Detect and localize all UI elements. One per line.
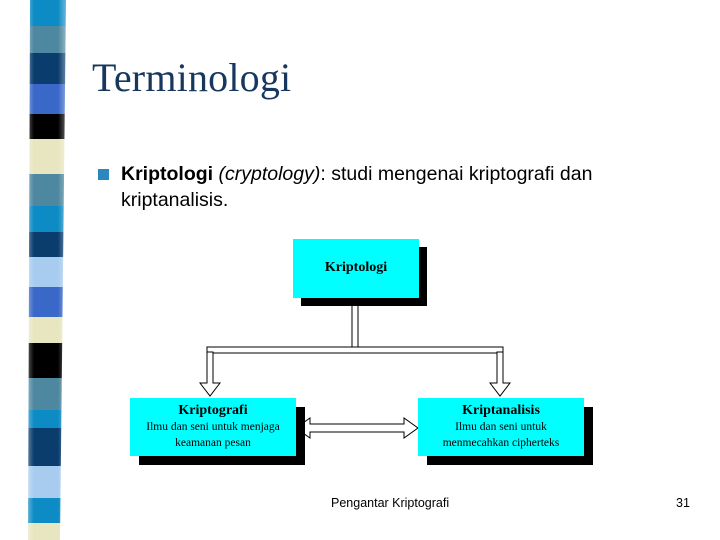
footer-page-number: 31 xyxy=(676,496,690,510)
bullet-body: studi mengenai kriptografi dan kriptanal… xyxy=(121,163,593,211)
ribbon-band-14 xyxy=(28,410,66,428)
decorative-ribbon xyxy=(18,0,76,540)
footer-label: Pengantar Kriptografi xyxy=(331,496,450,510)
node-title: Kriptografi xyxy=(178,402,248,418)
node-box: Kriptologi xyxy=(293,239,419,298)
connector-double-arrow xyxy=(295,417,419,439)
connector-arrow-left xyxy=(198,351,222,397)
diagram-node-kriptografi: Kriptografi Ilmu dan seni untuk menjaga … xyxy=(130,398,310,470)
node-subtitle-line2: menmecahkan cipherteks xyxy=(442,437,560,450)
node-subtitle-line1: Ilmu dan seni untuk xyxy=(455,420,547,433)
node-subtitle-line1: Ilmu dan seni untuk menjaga xyxy=(146,420,280,433)
diagram-node-kriptanalisis: Kriptanalisis Ilmu dan seni untuk menmec… xyxy=(418,398,598,470)
connector-arrow-right xyxy=(488,351,512,397)
page-title: Terminologi xyxy=(92,55,292,100)
node-title: Kriptanalisis xyxy=(462,402,540,418)
node-box: Kriptografi Ilmu dan seni untuk menjaga … xyxy=(130,398,296,456)
ribbon-left-fade xyxy=(18,0,34,540)
connector-crossbar xyxy=(206,346,504,354)
bullet-term: Kriptologi xyxy=(121,163,214,185)
bullet-item-text: Kriptologi (cryptology): studi mengenai … xyxy=(121,162,666,214)
ribbon-right-fade xyxy=(58,0,76,540)
diagram-node-kriptologi: Kriptologi xyxy=(293,239,433,311)
node-box: Kriptanalisis Ilmu dan seni untuk menmec… xyxy=(418,398,584,456)
bullet-translation: (cryptology) xyxy=(218,163,321,185)
node-subtitle-line2: keamanan pesan xyxy=(175,437,251,450)
ribbon-band-18 xyxy=(28,523,66,540)
bullet-list-item: Kriptologi (cryptology): studi mengenai … xyxy=(98,162,666,214)
bullet-square-icon xyxy=(98,169,109,180)
node-title: Kriptologi xyxy=(324,260,388,276)
bullet-separator: : xyxy=(320,163,332,185)
